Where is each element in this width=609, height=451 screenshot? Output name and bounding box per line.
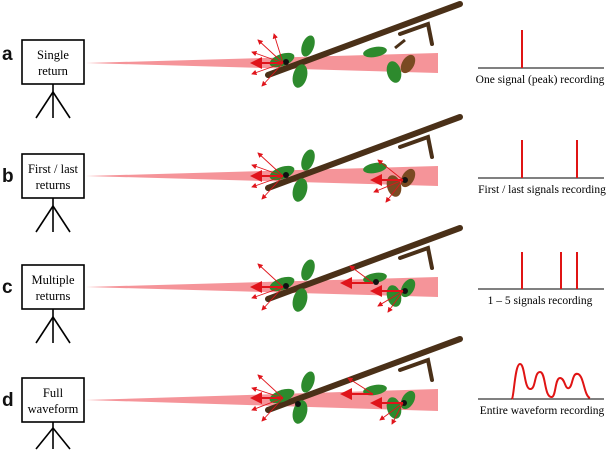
tree-branch: [265, 225, 463, 302]
row-letter-c: c: [2, 277, 13, 298]
scanner-device: [21, 377, 85, 450]
row-b: b First / last returns: [2, 114, 606, 233]
recording-label: First / last signals recording: [478, 184, 606, 196]
signal-plot: [478, 252, 604, 290]
box-label-line2: returns: [36, 289, 71, 303]
signal-plot: [478, 30, 604, 69]
box-label-line2: returns: [36, 178, 71, 192]
recording-label: 1 – 5 signals recording: [488, 295, 593, 307]
row-letter-b: b: [2, 166, 14, 187]
box-label-line2: return: [38, 64, 69, 78]
laser-beam: [86, 389, 438, 411]
waveform-curve: [511, 362, 591, 400]
scanner-device: [21, 264, 85, 344]
leaves: [269, 371, 416, 424]
reflection-arrows: [250, 374, 404, 425]
box-label-line1: First / last: [28, 162, 79, 176]
tree-branch: [265, 336, 463, 413]
box-label-line2: waveform: [28, 402, 79, 416]
reflection-arrows: [250, 263, 404, 313]
signal-plot: [478, 362, 604, 400]
row-a: a Single return: [2, 1, 605, 119]
box-label-line1: Full: [43, 386, 64, 400]
tree-branch: [265, 1, 463, 78]
row-letter-a: a: [2, 44, 13, 65]
reflection-arrows: [250, 33, 284, 87]
scanner-device: [21, 153, 85, 233]
row-d: d Full waveform: [2, 336, 605, 450]
recording-label: One signal (peak) recording: [476, 74, 605, 86]
row-letter-d: d: [2, 390, 14, 411]
box-label-line1: Single: [37, 48, 69, 62]
tree-branch: [265, 114, 463, 191]
box-label-line1: Multiple: [31, 273, 75, 287]
reflection-arrows: [250, 152, 404, 203]
signal-plot: [478, 140, 604, 179]
scanner-device: [21, 39, 85, 119]
row-c: c Multiple returns: [2, 225, 604, 344]
recording-label: Entire waveform recording: [480, 405, 605, 417]
